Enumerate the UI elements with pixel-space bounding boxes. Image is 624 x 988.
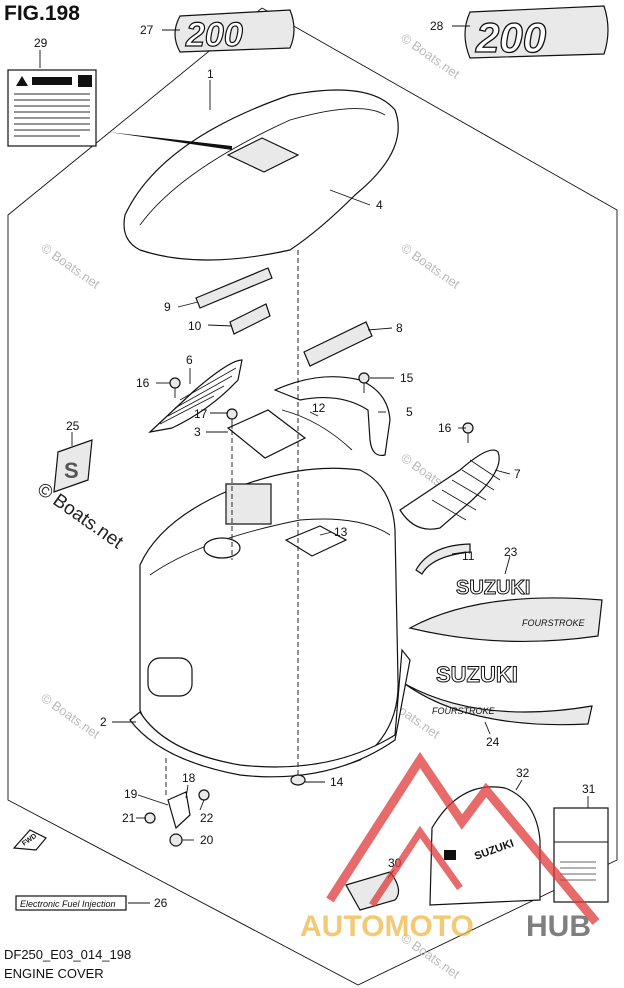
seal-strip: [415, 543, 471, 575]
callout-number: 8: [396, 321, 403, 335]
seal-strip: [303, 321, 373, 367]
callout-number: 9: [164, 300, 171, 314]
callout-number: 21: [122, 811, 136, 825]
seal-strip: [229, 303, 271, 335]
callout-number: 7: [514, 467, 521, 481]
watermark-text: © Boats.net: [398, 240, 463, 292]
bracket: [144, 789, 210, 847]
figure-title: FIG.198: [4, 2, 80, 25]
callout-number: 14: [330, 775, 344, 789]
watermark-text: © Boats.net: [38, 240, 103, 292]
grommet: [290, 774, 306, 786]
callout-number: 6: [186, 353, 193, 367]
svg-text:FOURSTROKE: FOURSTROKE: [522, 618, 586, 628]
gasket-plate: [284, 525, 348, 557]
svg-text:SUZUKI: SUZUKI: [456, 577, 530, 599]
decal-200-small: 200: [174, 9, 295, 55]
diagram-frame: [7, 7, 618, 986]
efi-label: Electronic Fuel Injection: [15, 895, 127, 911]
callout-number: 27: [140, 23, 154, 37]
callout-number: 23: [504, 545, 518, 559]
side-decal-upper: SUZUKI FOURSTROKE: [408, 577, 603, 643]
callout-number: 5: [406, 405, 413, 419]
callout-number: 22: [200, 811, 214, 825]
svg-text:S: S: [64, 458, 79, 483]
automotohub-logo: AUTOMOTO HUB: [300, 751, 600, 943]
svg-text:SUZUKI: SUZUKI: [436, 662, 518, 687]
svg-text:Electronic Fuel Injection: Electronic Fuel Injection: [20, 899, 116, 909]
lower-cowl: [129, 467, 411, 778]
vent-grille-left: [148, 359, 243, 433]
gasket-plate: [226, 409, 307, 459]
s-emblem: S: [53, 439, 93, 493]
callout-number: 1: [207, 67, 214, 81]
bolt: [462, 422, 474, 443]
bolt: [358, 372, 370, 393]
callout-number: 16: [438, 421, 452, 435]
bolt: [226, 408, 238, 429]
bolt: [169, 377, 181, 398]
svg-text:AUTOMOTO: AUTOMOTO: [300, 910, 474, 943]
callout-number: 24: [486, 735, 500, 749]
callout-number: 4: [376, 198, 383, 212]
callout-number: 31: [582, 782, 596, 796]
leader-lines: [39, 25, 589, 904]
callout-number: 26: [154, 896, 168, 910]
callout-number: 3: [194, 425, 201, 439]
callout-number: 2: [100, 715, 107, 729]
seal-strip: [195, 267, 273, 309]
callout-number: 32: [516, 766, 530, 780]
callout-number: 12: [312, 401, 326, 415]
svg-text:200: 200: [185, 16, 243, 54]
callout-number: 17: [194, 407, 208, 421]
air-duct: [273, 376, 391, 457]
side-decal-lower: SUZUKI FOURSTROKE: [404, 662, 593, 726]
callout-number: 18: [182, 771, 196, 785]
top-cowl: [108, 89, 399, 261]
callout-number: 20: [200, 833, 214, 847]
svg-text:HUB: HUB: [526, 910, 591, 943]
callout-number: 19: [124, 787, 138, 801]
callout-number: 25: [66, 419, 80, 433]
svg-text:FOURSTROKE: FOURSTROKE: [432, 706, 496, 716]
seal-strip: [281, 409, 353, 451]
watermark-text-large: © Boats.net: [33, 479, 127, 554]
caution-label: [7, 69, 97, 147]
svg-text:200: 200: [475, 14, 546, 61]
fwd-arrow: FWD: [12, 829, 47, 851]
watermark-text: © Boats.net: [398, 30, 463, 82]
callout-number: 13: [334, 525, 348, 539]
callout-number: 28: [430, 19, 444, 33]
figure-description: ENGINE COVER: [4, 966, 104, 981]
figure-code: DF250_E03_014_198: [4, 947, 132, 962]
decal-200-large: 200: [464, 5, 609, 62]
callout-number: 10: [188, 319, 202, 333]
callout-number: 11: [462, 549, 475, 563]
callout-number: 29: [34, 36, 48, 50]
vent-grille-right: [399, 449, 501, 530]
watermark-text: © Boats.net: [38, 690, 103, 742]
callout-number: 15: [400, 371, 414, 385]
callout-number: 16: [136, 376, 150, 390]
